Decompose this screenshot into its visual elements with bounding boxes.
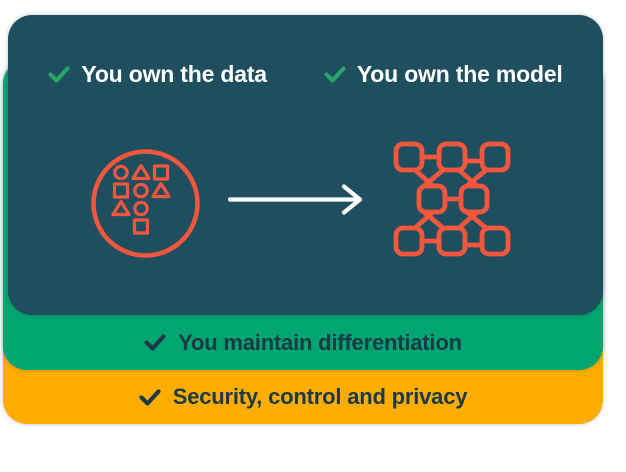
header-item-own-data: You own the data <box>48 61 267 88</box>
header-row: You own the data You own the model <box>8 61 603 88</box>
header-own-data-label: You own the data <box>81 61 267 87</box>
band-security-row: Security, control and privacy <box>3 370 603 424</box>
header-item-own-model: You own the model <box>324 61 563 88</box>
main-card: You own the data You own the model <box>8 15 603 315</box>
data-shapes-circle-icon <box>91 149 200 258</box>
band-security-label: Security, control and privacy <box>172 384 468 409</box>
arrow-right-icon <box>228 184 363 215</box>
header-own-model-label: You own the model <box>356 61 563 87</box>
band-differentiation-row: You maintain differentiation <box>3 315 603 370</box>
check-icon <box>144 334 166 351</box>
model-network-icon <box>393 141 511 257</box>
check-icon <box>48 66 70 83</box>
check-icon <box>139 388 161 406</box>
check-icon <box>324 66 346 83</box>
band-differentiation-label: You maintain differentiation <box>178 329 462 355</box>
